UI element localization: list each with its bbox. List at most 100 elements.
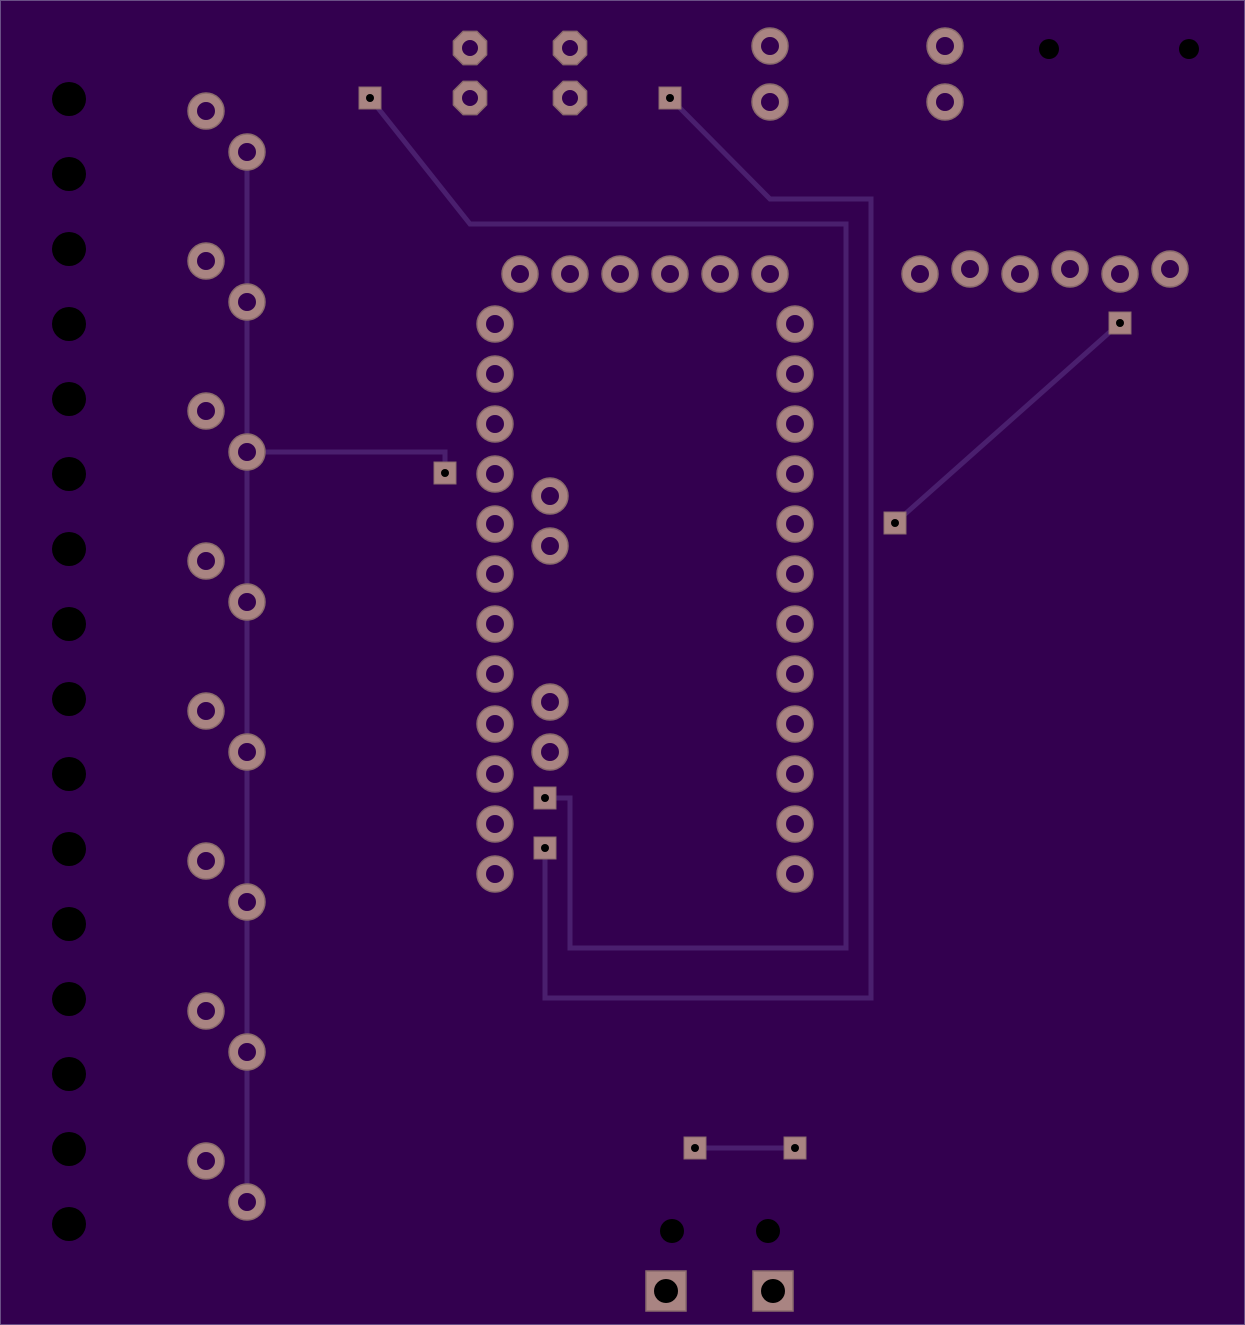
dip-pad bbox=[476, 805, 514, 843]
via-pad bbox=[433, 461, 457, 485]
resistor-pad bbox=[187, 92, 225, 130]
edge-hole bbox=[52, 532, 86, 566]
header-pad bbox=[926, 83, 964, 121]
pad-drill bbox=[711, 265, 729, 283]
pad-drill bbox=[1111, 265, 1129, 283]
pad-drill bbox=[786, 465, 804, 483]
right-header-pad bbox=[951, 250, 989, 288]
pad-drill bbox=[238, 593, 256, 611]
edge-hole bbox=[52, 82, 86, 116]
pad-drill bbox=[511, 265, 529, 283]
pads-layer bbox=[187, 27, 1189, 1312]
pad-drill bbox=[238, 893, 256, 911]
pad-drill bbox=[611, 265, 629, 283]
pad-drill bbox=[961, 260, 979, 278]
pad-drill bbox=[936, 37, 954, 55]
mount-hole bbox=[1179, 39, 1199, 59]
via-pad bbox=[658, 86, 682, 110]
pad-drill bbox=[562, 90, 578, 106]
pad-drill bbox=[936, 93, 954, 111]
dip-pad bbox=[476, 355, 514, 393]
right-header-pad bbox=[901, 255, 939, 293]
via-drill bbox=[541, 794, 549, 802]
pad-drill bbox=[238, 1043, 256, 1061]
pad-drill bbox=[197, 552, 215, 570]
pad-drill bbox=[761, 93, 779, 111]
via-drill bbox=[891, 519, 899, 527]
resistor-pad bbox=[228, 133, 266, 171]
header-pad bbox=[552, 30, 588, 66]
via-drill bbox=[541, 844, 549, 852]
edge-holes-left bbox=[52, 39, 1199, 1243]
resistor-pad bbox=[228, 883, 266, 921]
edge-hole bbox=[52, 682, 86, 716]
pad-drill bbox=[486, 515, 504, 533]
pad-drill bbox=[486, 365, 504, 383]
dip-pad bbox=[776, 755, 814, 793]
dip-pad bbox=[476, 555, 514, 593]
dip-pad bbox=[476, 605, 514, 643]
via-pad bbox=[883, 511, 907, 535]
copper-trace bbox=[893, 321, 1122, 525]
edge-hole bbox=[52, 157, 86, 191]
capacitor-pad bbox=[531, 683, 569, 721]
edge-hole bbox=[52, 832, 86, 866]
pad-drill bbox=[238, 143, 256, 161]
mount-hole bbox=[1039, 39, 1059, 59]
via-drill bbox=[1116, 319, 1124, 327]
resistor-pad bbox=[187, 842, 225, 880]
edge-hole bbox=[52, 1207, 86, 1241]
pad-drill bbox=[786, 515, 804, 533]
header-pad bbox=[926, 27, 964, 65]
pad-drill bbox=[541, 743, 559, 761]
pad-drill bbox=[561, 265, 579, 283]
pad-drill bbox=[197, 102, 215, 120]
via-drill bbox=[666, 94, 674, 102]
dip-pad bbox=[776, 705, 814, 743]
resistor-pad bbox=[228, 433, 266, 471]
pad-drill bbox=[238, 293, 256, 311]
edge-hole bbox=[52, 307, 86, 341]
dip-pad bbox=[476, 305, 514, 343]
resistor-pad bbox=[228, 283, 266, 321]
pad-drill bbox=[486, 815, 504, 833]
pad-drill bbox=[911, 265, 929, 283]
capacitor-pad bbox=[531, 527, 569, 565]
pad-drill bbox=[761, 37, 779, 55]
pad-drill bbox=[786, 865, 804, 883]
pad-drill bbox=[197, 1002, 215, 1020]
pad-drill bbox=[197, 702, 215, 720]
dip-top-pad bbox=[651, 255, 689, 293]
copper-trace bbox=[368, 96, 849, 951]
right-header-pad bbox=[1001, 255, 1039, 293]
pad-drill bbox=[1011, 265, 1029, 283]
pad-drill bbox=[786, 715, 804, 733]
header-pad bbox=[552, 80, 588, 116]
via-pad bbox=[1108, 311, 1132, 335]
dip-pad bbox=[776, 355, 814, 393]
edge-hole bbox=[52, 907, 86, 941]
connector-pad bbox=[645, 1270, 687, 1312]
resistor-pad bbox=[187, 992, 225, 1030]
edge-hole bbox=[52, 1057, 86, 1091]
resistor-pad bbox=[187, 692, 225, 730]
pad-drill bbox=[197, 252, 215, 270]
pad-drill bbox=[486, 715, 504, 733]
pad-drill bbox=[486, 465, 504, 483]
dip-pad bbox=[476, 405, 514, 443]
dip-pad bbox=[476, 505, 514, 543]
pad-drill bbox=[786, 365, 804, 383]
via-pad bbox=[783, 1136, 807, 1160]
edge-hole bbox=[52, 457, 86, 491]
dip-top-pad bbox=[751, 255, 789, 293]
resistor-pad bbox=[228, 733, 266, 771]
dip-pad bbox=[776, 855, 814, 893]
right-header-pad bbox=[1101, 255, 1139, 293]
pad-drill bbox=[486, 415, 504, 433]
pad-drill bbox=[486, 315, 504, 333]
pad-drill bbox=[786, 415, 804, 433]
header-pad bbox=[452, 80, 488, 116]
via-drill bbox=[366, 94, 374, 102]
